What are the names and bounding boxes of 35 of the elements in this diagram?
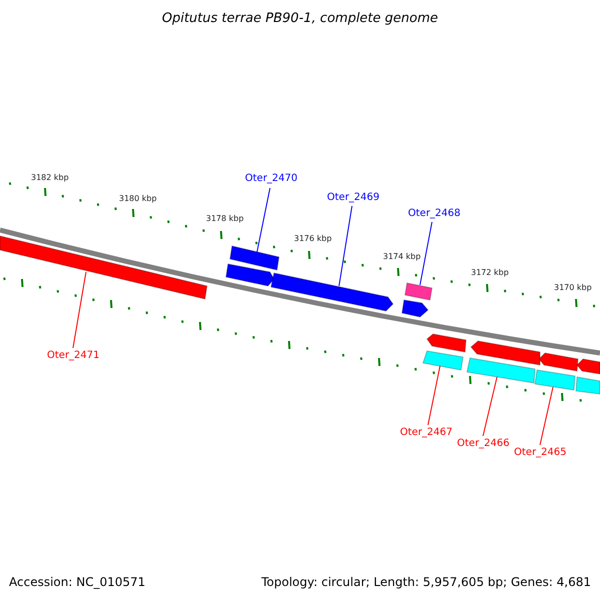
leader-line	[540, 386, 554, 446]
leader-line	[72, 272, 86, 348]
gene-bar	[576, 358, 600, 375]
gene-label: Oter_2466	[457, 438, 510, 450]
scale-label: 3180 kbp	[119, 193, 157, 205]
scale-label: 3178 kbp	[206, 213, 244, 225]
gene-bar	[575, 376, 600, 395]
gene-bar	[270, 272, 394, 312]
scale-label: 3170 kbp	[554, 282, 592, 294]
gene-label: Oter_2471	[47, 350, 100, 362]
footer-note: Topology: circular; Length: 5,957,605 bp; Genes: 4,681	[261, 575, 591, 589]
leader-line	[428, 366, 440, 426]
leader-line	[338, 206, 352, 286]
gene-label: Oter_2470	[245, 173, 298, 185]
gene-bar	[225, 263, 275, 287]
footer-note: Accession: NC_010571	[9, 575, 146, 589]
leader-line	[482, 376, 498, 436]
leader-line	[420, 222, 432, 286]
gene-label: Oter_2467	[400, 427, 453, 439]
gene-bar	[422, 350, 464, 371]
gene-bar	[401, 299, 429, 318]
gene-label: Oter_2469	[327, 192, 380, 204]
gene-bar	[426, 333, 467, 353]
gene-label: Oter_2468	[408, 208, 461, 220]
gene-bar	[0, 235, 208, 300]
gene-label: Oter_2465	[514, 447, 567, 459]
scale-label: 3182 kbp	[31, 172, 69, 184]
scale-label: 3176 kbp	[294, 233, 332, 245]
title: Opitutus terrae PB90-1, complete genome	[160, 11, 440, 26]
gene-bar	[534, 369, 576, 391]
gene-bar	[404, 282, 433, 301]
leader-line	[256, 188, 270, 252]
scale-label: 3172 kbp	[471, 267, 509, 279]
scale-label: 3174 kbp	[383, 251, 421, 263]
gene-bar	[229, 245, 280, 271]
